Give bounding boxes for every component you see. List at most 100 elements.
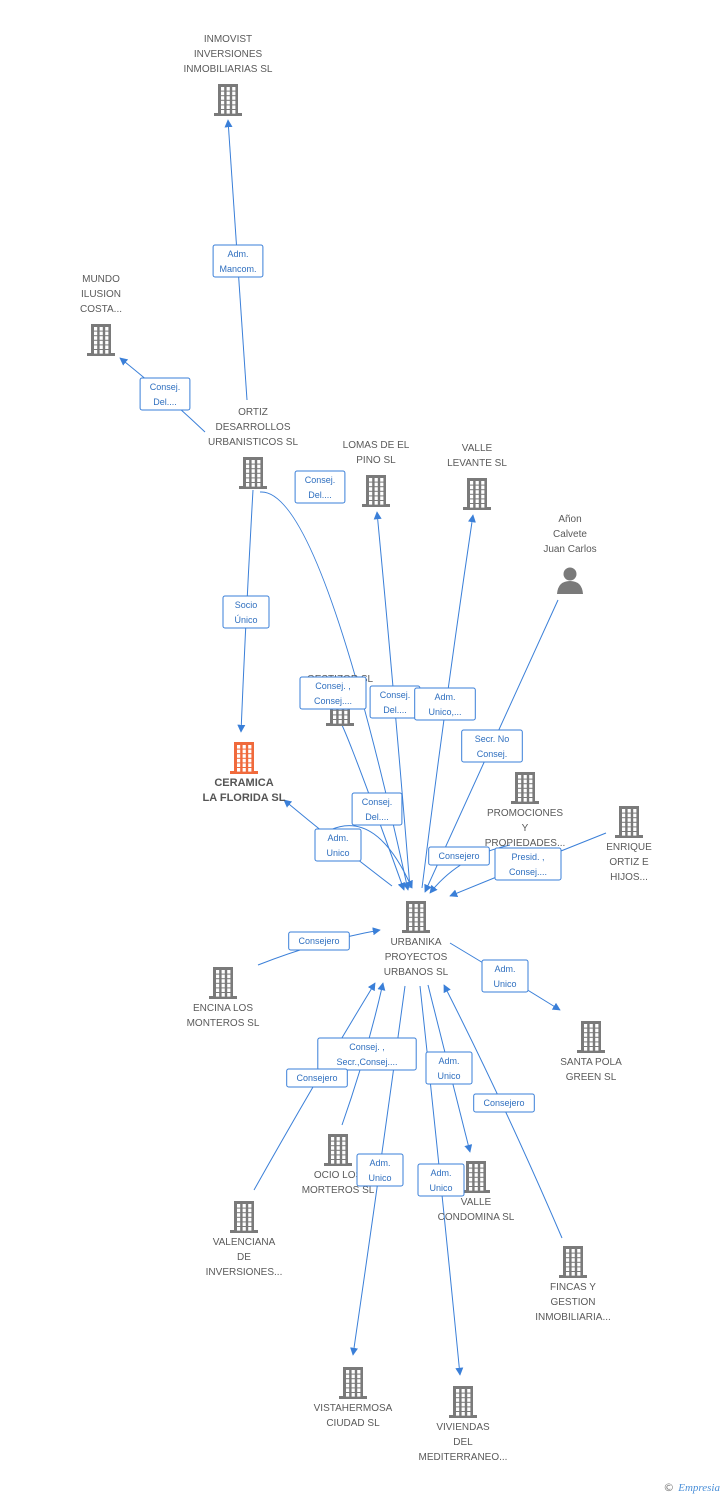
node-label: ENRIQUE [606, 842, 652, 853]
relation-badge[interactable]: Adm.Unico,... [414, 687, 476, 721]
node-label: VALLE [462, 443, 493, 454]
badge-box [461, 729, 523, 763]
relation-badge[interactable]: Adm. Mancom. [212, 244, 264, 278]
relation-badge[interactable]: Presid. ,Consej.... [494, 847, 562, 881]
footer-brand[interactable]: ©Empresia [663, 1481, 720, 1494]
building-icon [209, 967, 237, 999]
relation-badge[interactable]: Adm.Unico [356, 1153, 404, 1187]
badge-box [212, 244, 264, 278]
badges-layer: Adm. Mancom. Consej. Del.... SocioÚnicoConse… [139, 244, 562, 1197]
node-label: INMOBILIARIAS SL [184, 64, 273, 75]
badge-label: Unico [368, 1173, 391, 1183]
badge-box [473, 1093, 535, 1113]
node-label: CERAMICA [214, 777, 273, 789]
relation-badge[interactable]: Consej.Del.... [369, 685, 421, 719]
relation-badge[interactable]: Adm.Unico [481, 959, 529, 993]
badge-label: Consej.... [314, 696, 352, 706]
node-viviendas[interactable]: VIVIENDASDELMEDITERRANEO... [419, 1386, 508, 1463]
node-label: LOMAS DE EL [343, 440, 410, 451]
badge-box [351, 792, 403, 826]
node-label: ORTIZ E [609, 857, 649, 868]
node-label: PROMOCIONES [487, 808, 563, 819]
node-label: DE [237, 1252, 251, 1263]
node-fincas[interactable]: FINCAS YGESTIONINMOBILIARIA... [535, 1246, 611, 1323]
relation-badge[interactable]: Consej. , Consej.... [299, 676, 367, 710]
relation-badge[interactable]: Adm.Unico [425, 1051, 473, 1085]
node-promociones[interactable]: PROMOCIONES Y PROPIEDADES... [485, 772, 566, 849]
relation-badge[interactable]: Adm. Unico [314, 828, 362, 862]
node-label: PROPIEDADES... [485, 838, 566, 849]
node-label: DESARROLLOS [215, 422, 290, 433]
badge-box [299, 676, 367, 710]
edge-ortiz-urbanika [259, 491, 411, 891]
badge-label: Adm. [227, 249, 248, 259]
badge-label: Consejero [298, 936, 339, 946]
relation-badge[interactable]: Consej. ,Secr.,Consej.... [317, 1037, 417, 1071]
badge-box [317, 1037, 417, 1071]
node-label: MORTEROS SL [302, 1185, 375, 1196]
node-label: INVERSIONES [194, 49, 263, 60]
node-valenciana[interactable]: VALENCIANADEINVERSIONES... [206, 1201, 283, 1278]
relation-badge[interactable]: Consej. Del.... [351, 792, 403, 826]
badge-label: Consej. [362, 797, 393, 807]
badge-label: Consej. , [315, 681, 351, 691]
badge-label: Secr.,Consej.... [336, 1057, 397, 1067]
badge-box [288, 931, 350, 951]
relation-badge[interactable]: Consejero [286, 1068, 348, 1088]
node-label: Añon [558, 514, 581, 525]
relation-badge[interactable]: Adm.Unico [417, 1163, 465, 1197]
building-icon [402, 901, 430, 933]
node-mundo[interactable]: MUNDOILUSIONCOSTA... [80, 274, 122, 356]
building-icon [577, 1021, 605, 1053]
badge-box [286, 1068, 348, 1088]
badge-label: Unico [437, 1071, 460, 1081]
building-icon [239, 457, 267, 489]
relation-badge[interactable]: Consej.Del.... [294, 470, 346, 504]
node-label: VALLE [461, 1197, 492, 1208]
badge-label: Mancom. [219, 264, 256, 274]
node-inmovist[interactable]: INMOVIST INVERSIONES INMOBILIARIAS SL [184, 34, 273, 116]
node-label: INMOVIST [204, 34, 252, 45]
building-icon [559, 1246, 587, 1278]
relation-badge[interactable]: Consejero [428, 846, 490, 866]
badge-label: Consej.... [509, 867, 547, 877]
badge-label: Unico [326, 848, 349, 858]
badge-label: Consej. [477, 749, 508, 759]
node-label: COSTA... [80, 304, 122, 315]
badge-label: Unico [493, 979, 516, 989]
badge-box [139, 377, 191, 411]
badge-label: Del.... [365, 812, 389, 822]
relation-badge[interactable]: Consejero [288, 931, 350, 951]
relation-badge[interactable]: Consejero [473, 1093, 535, 1113]
badge-label: Único [234, 615, 257, 625]
badge-label: Socio [235, 600, 258, 610]
badge-label: Adm. [430, 1168, 451, 1178]
relation-badge[interactable]: Consej.Del.... [139, 377, 191, 411]
node-label: Juan Carlos [543, 544, 596, 555]
node-label: MUNDO [82, 274, 120, 285]
node-label: VISTAHERMOSA [314, 1403, 393, 1414]
node-label: ENCINA LOS [193, 1003, 253, 1014]
badge-box [356, 1153, 404, 1187]
node-label: PROYECTOS [385, 952, 448, 963]
brand-name: Empresia [678, 1482, 720, 1494]
node-label: Calvete [553, 529, 587, 540]
badge-label: Adm. [327, 833, 348, 843]
node-label: Y [522, 823, 529, 834]
node-label: VIVIENDAS [436, 1422, 490, 1433]
